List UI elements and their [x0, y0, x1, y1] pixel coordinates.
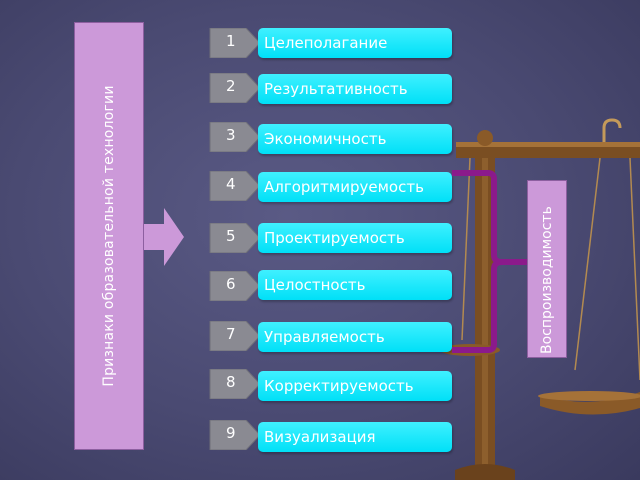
feature-box: Алгоритмируемость — [258, 172, 452, 202]
feature-number-badge: 6 — [208, 271, 260, 301]
feature-number: 5 — [226, 227, 236, 245]
feature-box: Проектируемость — [258, 223, 452, 253]
feature-box: Управляемость — [258, 322, 452, 352]
feature-box: Результативность — [258, 74, 452, 104]
grouping-brace — [452, 170, 530, 353]
feature-box: Целостность — [258, 270, 452, 300]
technology-features-label: Признаки образовательной технологии — [101, 85, 117, 387]
feature-number-badge: 3 — [208, 122, 260, 152]
feature-number-badge: 9 — [208, 420, 260, 450]
feature-number-badge: 5 — [208, 223, 260, 253]
feature-number-badge: 8 — [208, 369, 260, 399]
reproducibility-label: Воспроизводимость — [539, 206, 555, 354]
feature-number: 2 — [226, 77, 236, 95]
feature-number-badge: 7 — [208, 321, 260, 351]
feature-number: 8 — [226, 373, 236, 391]
feature-number: 9 — [226, 424, 236, 442]
feature-number-badge: 2 — [208, 73, 260, 103]
feature-number: 7 — [226, 325, 236, 343]
feature-number-badge: 1 — [208, 28, 260, 58]
feature-number-badge: 4 — [208, 171, 260, 201]
feature-box: Корректируемость — [258, 371, 452, 401]
feature-number: 1 — [226, 32, 236, 50]
feature-box: Целеполагание — [258, 28, 452, 58]
feature-box: Визуализация — [258, 422, 452, 452]
feature-number: 3 — [226, 126, 236, 144]
feature-box: Экономичность — [258, 124, 452, 154]
right-arrow-icon — [144, 208, 184, 266]
feature-number: 4 — [226, 175, 236, 193]
technology-features-box: Признаки образовательной технологии — [74, 22, 144, 450]
reproducibility-box: Воспроизводимость — [527, 180, 567, 358]
feature-number: 6 — [226, 275, 236, 293]
